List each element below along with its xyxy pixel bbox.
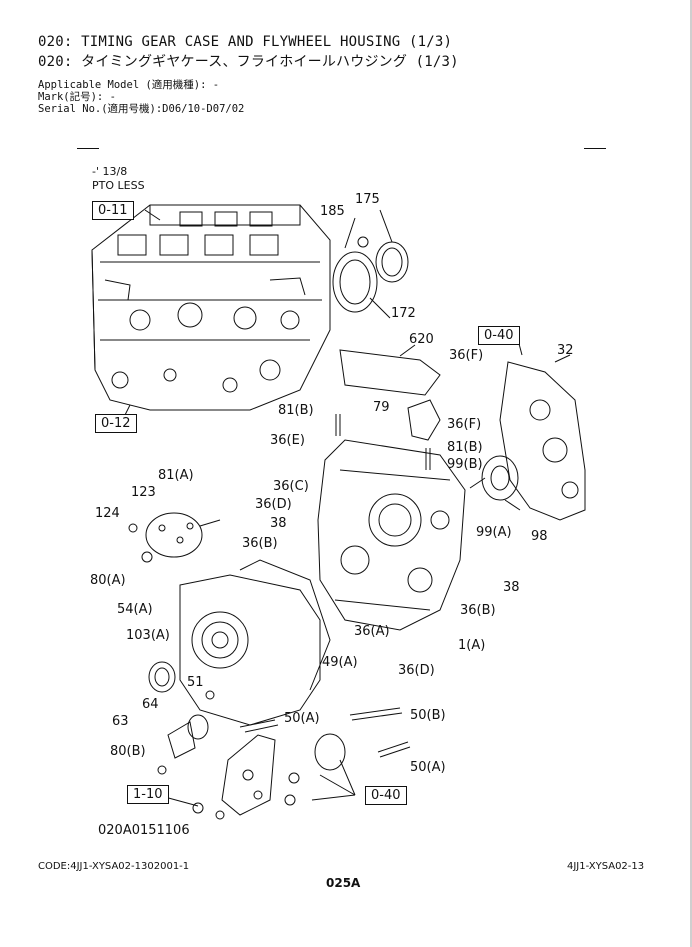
mark: Mark(記号): -: [38, 91, 116, 103]
footer-code-right: 4JJ1-XYSA02-13: [567, 861, 645, 872]
page-number: 025A: [326, 876, 361, 890]
part-label: 36(B): [242, 536, 278, 551]
part-label: 79: [373, 400, 390, 415]
cylinder-block-drawing: [91, 204, 331, 411]
note-pto: PTO LESS: [92, 179, 145, 192]
part-label: 50(A): [284, 711, 320, 726]
part-label: 81(A): [158, 468, 194, 483]
part-label: 80(A): [90, 573, 126, 588]
part-label: 36(D): [398, 663, 435, 678]
bracket-79-drawing: [407, 399, 441, 441]
ref-box-0-12: 0-12: [95, 414, 137, 433]
serial-number: Serial No.(適用号機):D06/10-D07/02: [38, 103, 245, 115]
part-label: 80(B): [110, 744, 146, 759]
ref-box-0-11: 0-11: [92, 201, 134, 220]
part-label: 185: [320, 204, 345, 219]
timing-gear-case-drawing: [317, 439, 466, 631]
bracket-1-10-drawing: [192, 734, 276, 820]
cover-32-drawing: [499, 354, 586, 521]
part-label: 172: [391, 306, 416, 321]
part-label: 64: [142, 697, 159, 712]
part-label: 36(B): [460, 603, 496, 618]
title-japanese: 020: タイミングギヤケース、フライホイールハウジング (1/3): [38, 54, 459, 70]
part-label: 36(A): [354, 624, 390, 639]
part-label: 38: [503, 580, 520, 595]
part-label: 32: [557, 343, 574, 358]
part-label: 103(A): [126, 628, 170, 643]
part-label: 36(D): [255, 497, 292, 512]
page-edge: [690, 0, 692, 947]
applicable-model: Applicable Model (適用機種): -: [38, 79, 220, 91]
part-label: 36(C): [273, 479, 309, 494]
cap-63-drawing: [167, 721, 196, 759]
part-label: 49(A): [322, 655, 358, 670]
stud-81b-drawing: [335, 414, 341, 436]
part-label: 98: [531, 529, 548, 544]
seal-lower-drawing: [314, 733, 346, 771]
part-label: 54(A): [117, 602, 153, 617]
corner-mark-right: [584, 148, 606, 149]
oring-64-drawing: [187, 714, 209, 740]
part-label: 36(E): [270, 433, 305, 448]
ref-box-0-40-lower: 0-40: [365, 786, 407, 805]
part-label: 99(A): [476, 525, 512, 540]
part-label: 99(B): [447, 457, 483, 472]
corner-mark-left: [77, 148, 99, 149]
part-label: 50(A): [410, 760, 446, 775]
seal-assembly-drawing: [332, 209, 409, 319]
part-label: 81(B): [278, 403, 314, 418]
figure-code: 020A0151106: [98, 823, 190, 838]
part-label: 36(F): [449, 348, 484, 363]
footer-code-left: CODE:4JJ1-XYSA02-1302001-1: [38, 861, 190, 872]
part-label: 36(F): [447, 417, 482, 432]
part-label: 620: [409, 332, 434, 347]
part-label: 81(B): [447, 440, 483, 455]
title-english: 020: TIMING GEAR CASE AND FLYWHEEL HOUSI…: [38, 34, 453, 50]
note-date: -' 13/8: [92, 165, 128, 178]
ref-box-1-10: 1-10: [127, 785, 169, 804]
gasket-620-drawing: [339, 349, 441, 396]
part-label: 63: [112, 714, 129, 729]
part-label: 51: [187, 675, 204, 690]
part-label: 123: [131, 485, 156, 500]
flywheel-housing-drawing: [148, 559, 331, 726]
cover-123-drawing: [128, 512, 221, 563]
ref-box-0-40: 0-40: [478, 326, 520, 345]
part-label: 175: [355, 192, 380, 207]
part-label: 1(A): [458, 638, 486, 653]
pump-99-drawing: [469, 455, 521, 511]
stud-50a-drawing: [239, 719, 279, 733]
stud-50b-drawing: [349, 707, 403, 721]
part-label: 50(B): [410, 708, 446, 723]
part-label: 124: [95, 506, 120, 521]
part-label: 38: [270, 516, 287, 531]
